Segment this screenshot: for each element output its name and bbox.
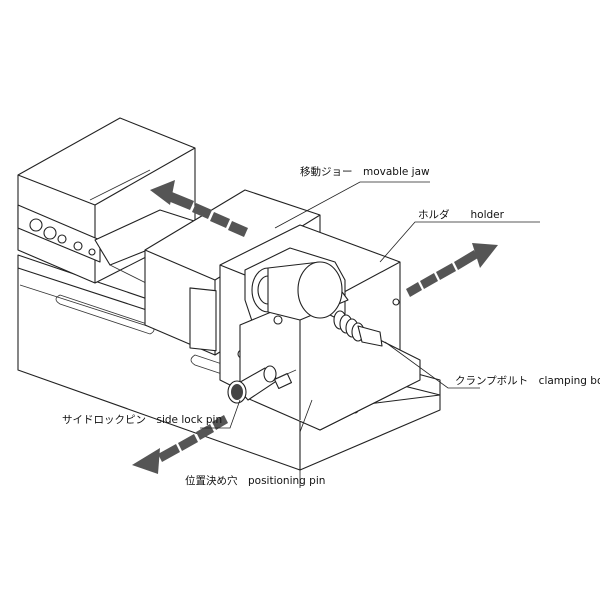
side-lock-pin <box>227 365 297 404</box>
label-side-lock-pin: サイドロックピン side lock pin <box>62 414 222 426</box>
leader-lines <box>200 181 540 488</box>
arrow-movable-jaw <box>150 180 248 237</box>
label-holder: ホルダ holder <box>418 208 505 221</box>
clamping-bolt <box>251 261 383 347</box>
arrow-side-lock <box>132 415 228 474</box>
arrow-holder <box>406 243 498 297</box>
label-positioning-pin: 位置決め穴 positioning pin <box>185 474 325 487</box>
label-movable-jaw: 移動ジョー movable jaw <box>300 165 430 178</box>
label-clamping-bolt: クランプボルト clamping bolt <box>455 375 600 387</box>
